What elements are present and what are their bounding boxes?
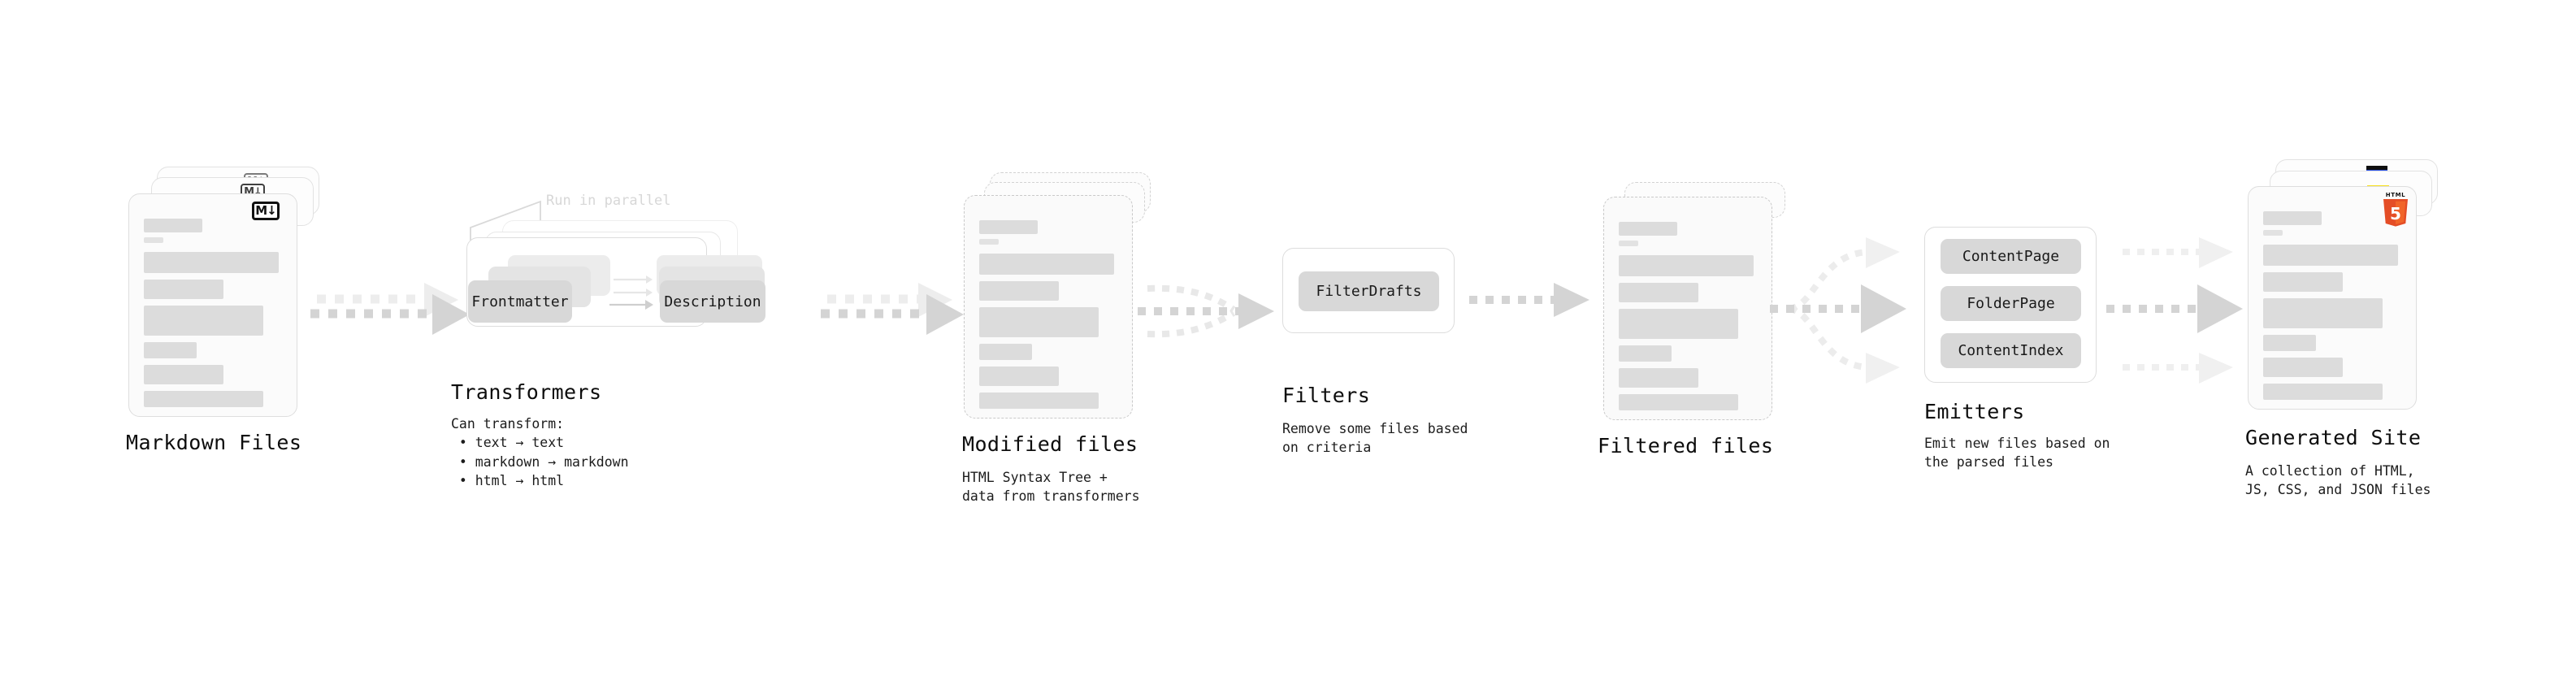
skeleton-bar	[979, 281, 1059, 301]
stage-title-generated-site: Generated Site	[2245, 426, 2422, 449]
skeleton-bar	[1619, 241, 1638, 246]
markdown-icon: M↓	[252, 202, 280, 220]
skeleton-bar	[1619, 222, 1677, 236]
skeleton-bar	[979, 220, 1038, 234]
transformer-chip-description[interactable]: Description	[660, 280, 765, 323]
filtered-skeleton	[1619, 222, 1759, 410]
run-in-parallel-label: Run in parallel	[546, 193, 671, 209]
filtered-card[interactable]	[1603, 197, 1772, 420]
skeleton-bar	[2263, 298, 2383, 328]
skeleton-bar	[2263, 335, 2316, 351]
html5-icon: HTML 5	[2381, 192, 2410, 228]
stage-title-modified-files: Modified files	[962, 432, 1138, 456]
stage-title-filters: Filters	[1282, 384, 1371, 407]
transformer-chip-frontmatter[interactable]: Frontmatter	[468, 280, 572, 323]
skeleton-bar	[144, 306, 263, 336]
transformer-inner-arrow	[609, 300, 653, 310]
stage-title-transformers: Transformers	[451, 380, 602, 404]
stage-title-filtered-files: Filtered files	[1598, 434, 1774, 458]
skeleton-bar	[2263, 230, 2283, 236]
connector-filtered-to-emitters	[1770, 237, 1906, 384]
skeleton-bar	[979, 307, 1099, 337]
connector-md-to-transformers	[310, 283, 470, 335]
skeleton-bar	[979, 239, 999, 245]
svg-text:5: 5	[2390, 204, 2401, 223]
stage-subtitle-modified-files: HTML Syntax Tree + data from transformer…	[962, 470, 1140, 505]
skeleton-bar	[1619, 309, 1738, 339]
run-in-parallel-bracket	[470, 200, 541, 249]
modified-card[interactable]	[964, 195, 1133, 419]
skeleton-bar	[979, 254, 1114, 275]
transformer-inner-arrows-ghost	[614, 275, 653, 297]
skeleton-bar	[144, 365, 223, 384]
connector-transformers-to-modified	[821, 283, 964, 335]
connector-modified-to-filters	[1138, 284, 1274, 338]
emitters-chip-folderpage[interactable]: FolderPage	[1941, 286, 2081, 321]
skeleton-bar	[2263, 245, 2398, 266]
site-skeleton	[2263, 211, 2403, 400]
skeleton-bar	[979, 367, 1059, 386]
skeleton-bar	[144, 342, 197, 358]
skeleton-bar	[1619, 345, 1672, 362]
skeleton-bar	[1619, 394, 1738, 410]
skeleton-bar	[1619, 283, 1698, 302]
connector-filters-to-filtered	[1469, 283, 1589, 317]
stage-subtitle-emitters: Emit new files based on the parsed files	[1924, 436, 2110, 471]
stage-title-emitters: Emitters	[1924, 400, 2025, 423]
skeleton-bar	[144, 252, 279, 273]
skeleton-bar	[1619, 368, 1698, 388]
skeleton-bar	[979, 344, 1032, 360]
connector-emitters-to-site	[2106, 237, 2243, 384]
stage-subtitle-generated-site: A collection of HTML, JS, CSS, and JSON …	[2245, 463, 2431, 498]
emitters-chip-contentindex[interactable]: ContentIndex	[1941, 333, 2081, 368]
skeleton-bar	[144, 391, 263, 407]
stage-subtitle-transformers: Can transform: • text → text • markdown …	[451, 416, 629, 489]
skeleton-bar	[144, 280, 223, 299]
skeleton-bar	[2263, 211, 2322, 225]
skeleton-bar	[2263, 272, 2343, 292]
skeleton-bar	[1619, 255, 1754, 276]
skeleton-bar	[979, 393, 1099, 409]
emitters-chip-contentpage[interactable]: ContentPage	[1941, 239, 2081, 274]
html5-wordmark: HTML	[2385, 192, 2406, 198]
skeleton-bar	[2263, 384, 2383, 400]
markdown-skeleton	[144, 219, 284, 407]
filters-chip-filterdrafts[interactable]: FilterDrafts	[1299, 271, 1439, 311]
stage-subtitle-filters: Remove some files based on criteria	[1282, 421, 1468, 456]
markdown-card[interactable]	[128, 193, 297, 417]
skeleton-bar	[144, 237, 163, 243]
skeleton-bar	[144, 219, 202, 232]
stage-title-markdown-files: Markdown Files	[126, 431, 302, 454]
skeleton-bar	[2263, 358, 2343, 377]
modified-skeleton	[979, 220, 1119, 409]
